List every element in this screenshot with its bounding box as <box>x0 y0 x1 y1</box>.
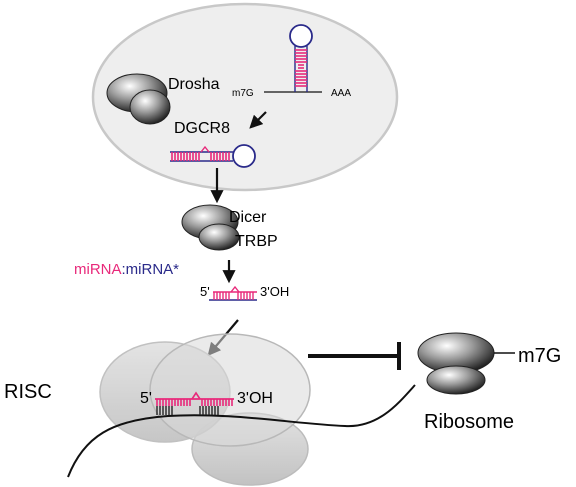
m7g-cap-label: m7G <box>232 88 254 99</box>
dgcr8-protein <box>129 89 171 125</box>
pre-mirna-hairpin <box>170 144 256 168</box>
colon-label: : <box>122 261 126 278</box>
drosha-label: Drosha <box>168 76 220 93</box>
mirna-star-label: miRNA* <box>126 261 179 278</box>
arrow-to-pre-mirna <box>249 111 267 129</box>
duplex-5prime-label: 5' <box>200 284 210 299</box>
inhibition-arrow <box>308 342 401 370</box>
trbp-label: TRBP <box>235 233 278 250</box>
dgcr8-label: DGCR8 <box>174 120 230 137</box>
polya-tail-label: AAA <box>331 88 351 99</box>
mrna-strand <box>67 384 416 478</box>
dicer-label: Dicer <box>229 209 267 226</box>
mirna-duplex-label: miRNA:miRNA* <box>74 261 179 278</box>
pri-mirna-hairpin <box>289 24 313 92</box>
ribosome-small-subunit <box>426 365 486 395</box>
ribosome-label: Ribosome <box>424 411 514 433</box>
risc-label: RISC <box>4 381 52 403</box>
nucleus <box>91 2 399 192</box>
mirna-duplex <box>209 285 257 301</box>
trbp-protein <box>198 223 240 251</box>
duplex-3oh-label: 3'OH <box>260 284 289 299</box>
risc-mirna <box>155 391 234 415</box>
mirna-label: miRNA <box>74 261 122 278</box>
m7g-ribosome-label: m7G <box>518 345 561 367</box>
risc-5prime-label: 5' <box>140 390 152 407</box>
risc-complex <box>99 333 311 486</box>
risc-3oh-label: 3'OH <box>237 390 273 407</box>
